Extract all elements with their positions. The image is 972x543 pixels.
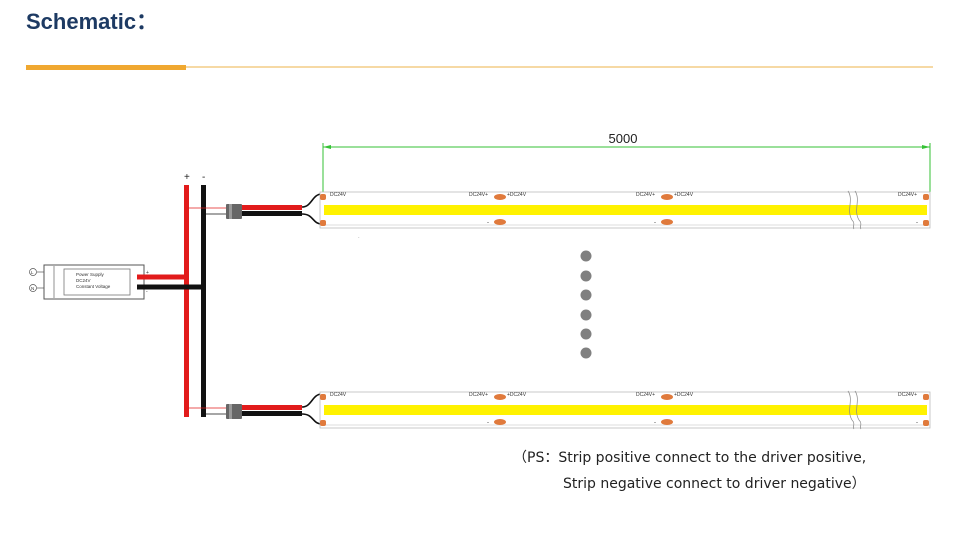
input-l-label: L bbox=[31, 270, 34, 275]
negative-bus-wire bbox=[201, 185, 206, 417]
strip-bottom-pad1-left: DC24V+ bbox=[469, 392, 488, 398]
page-title: Schematic： bbox=[26, 9, 159, 34]
polarity-plus-label: + bbox=[184, 172, 190, 183]
strip-top-pad2-right: +DC24V bbox=[674, 192, 694, 198]
input-n-label: N bbox=[31, 286, 34, 291]
polarity-minus-label: - bbox=[202, 172, 205, 183]
title-underline bbox=[186, 66, 933, 68]
title-underline-accent bbox=[26, 65, 186, 70]
strip-top-end-label: DC24V+ bbox=[898, 192, 917, 198]
power-supply-line2: DC24V bbox=[76, 278, 91, 283]
more-strips-indicator bbox=[580, 250, 592, 359]
power-supply: Power Supply DC24V Constant Voltage L N … bbox=[29, 264, 149, 300]
dimension-label: 5000 bbox=[609, 131, 638, 146]
svg-text:.: . bbox=[358, 234, 360, 240]
positive-bus-wire bbox=[184, 185, 189, 417]
strip-bottom-pad2-left: DC24V+ bbox=[636, 392, 655, 398]
strip-top-pad1-right: +DC24V bbox=[507, 192, 527, 198]
dimension-marker: 5000 bbox=[322, 131, 931, 192]
strip-top-start-label: DC24V bbox=[330, 192, 347, 198]
output-minus-label: - bbox=[146, 289, 148, 295]
strip-bottom-minus3: - bbox=[916, 420, 918, 426]
strip-bottom-pad2-right: +DC24V bbox=[674, 392, 694, 398]
strip-top-minus2: - bbox=[654, 220, 656, 226]
strip-top-pad1-left: DC24V+ bbox=[469, 192, 488, 198]
strip-bottom-minus2: - bbox=[654, 420, 656, 426]
strip-bottom-end-label: DC24V+ bbox=[898, 392, 917, 398]
strip-bottom-start-label: DC24V bbox=[330, 392, 347, 398]
note-line-1: （PS：Strip positive connect to the driver… bbox=[513, 450, 867, 466]
note-line-2: Strip negative connect to driver negativ… bbox=[563, 476, 866, 492]
strip-top-minus1: - bbox=[487, 220, 489, 226]
power-supply-line3: Constant Voltage bbox=[76, 284, 111, 289]
strip-bottom-minus1: - bbox=[487, 420, 489, 426]
power-supply-line1: Power Supply bbox=[76, 272, 105, 277]
strip-top-minus3: - bbox=[916, 220, 918, 226]
output-plus-label: + bbox=[146, 270, 149, 276]
led-strip-bottom: DC24V DC24V+ +DC24V DC24V+ +DC24V DC24V+… bbox=[185, 390, 931, 430]
strip-bottom-pad1-right: +DC24V bbox=[507, 392, 527, 398]
strip-top-pad2-left: DC24V+ bbox=[636, 192, 655, 198]
led-strip-top: DC24V DC24V+ +DC24V DC24V+ +DC24V DC24V+… bbox=[185, 190, 931, 230]
